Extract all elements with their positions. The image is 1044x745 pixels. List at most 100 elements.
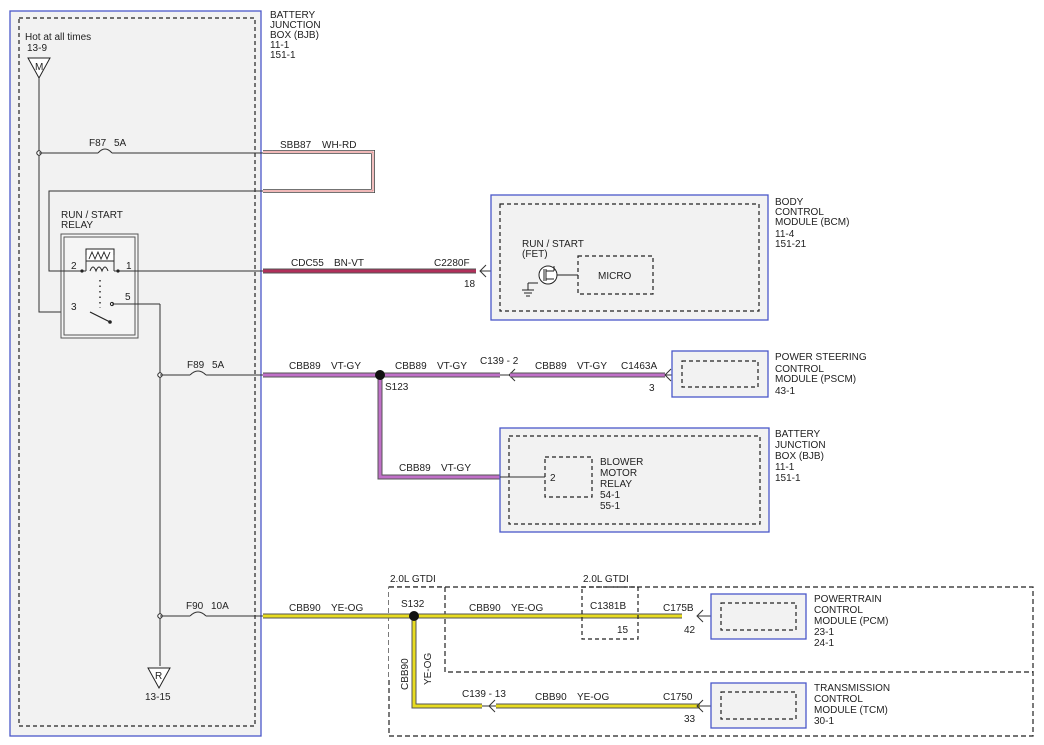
pscm-title-line-1: POWER STEERING [775,352,867,363]
fuse-f87-rating: 5A [114,138,127,149]
connector-c175b-pin: 42 [684,625,696,636]
wire-cbb89-a-circuit: CBB89 [289,361,321,372]
fuse-f87-icon [97,148,113,154]
power-source-symbol: M [35,62,43,73]
bcm-inner-dash [499,203,760,312]
fuse-f90-icon [189,611,207,617]
relay-coil-icon [60,248,130,273]
pcm-title: POWERTRAIN CONTROL MODULE (PCM) 23-1 24-… [814,594,888,649]
tcm-title-line-2: CONTROL [814,694,863,705]
wire-cbb89-c-color: VT-GY [577,361,607,372]
splice-s123-dot [375,370,385,380]
connector-c1381b-pin: 15 [617,625,629,636]
wire-cbb89-d-color: VT-GY [441,463,471,474]
bcm-title-line-5: 151-21 [775,239,807,250]
blower-relay-line-1: BLOWER [600,457,643,468]
bcm-inner-line-2: (FET) [522,249,548,260]
pscm-title: POWER STEERING CONTROL MODULE (PSCM) 43-… [775,352,867,397]
wire-cbb89-d-circuit: CBB89 [399,463,431,474]
wire-cbb90-vert-circuit: CBB90 [400,658,411,690]
power-source-icon: M [27,57,51,80]
wire-cbb89-c-circuit: CBB89 [535,361,567,372]
bjb-right-title-line-5: 151-1 [775,473,801,484]
bcm-title-line-2: CONTROL [775,207,824,218]
wire-sbb87-circuit: SBB87 [280,140,312,151]
splice-s132-dot [409,611,419,621]
relay-title-line-1: RUN / START [61,210,123,221]
bjb-left-title-line-2: JUNCTION [270,20,321,31]
connector-c1463a-pin: 3 [649,383,655,394]
bjb-left-title-line-1: BATTERY [270,10,316,21]
relay-pin-1: 1 [126,261,132,272]
bjb-left-title-line-5: 151-1 [270,50,296,61]
wire-cbb90-a-color: YE-OG [331,603,363,614]
pcm-title-line-5: 24-1 [814,638,834,649]
ground-ref-label: 13-15 [145,692,171,703]
bjb-right-title: BATTERY JUNCTION BOX (BJB) 11-1 151-1 [775,429,826,484]
pcm-title-line-2: CONTROL [814,605,863,616]
pscm-title-line-3: MODULE (PSCM) [775,374,856,385]
c1381b-box [581,586,639,640]
pcm-title-line-4: 23-1 [814,627,834,638]
wire-cbb90-c-circuit: CBB90 [535,692,567,703]
wire-cbb90-c-color: YE-OG [577,692,609,703]
bcm-inner-line-1: RUN / START [522,239,584,250]
fuse-f90-id: F90 [186,601,204,612]
bcm-title-line-3: MODULE (BCM) [775,217,849,228]
bcm-box [490,194,769,321]
relay-feed-wire [48,190,263,272]
connector-c1750: C1750 [663,692,693,703]
fuse-f89-icon [189,370,207,376]
tcm-title-line-4: 30-1 [814,716,834,727]
connector-c2280f-pin: 18 [464,279,476,290]
wire-cbb90-branch [411,616,482,709]
wire-cbb89-a-color: VT-GY [331,361,361,372]
blower-relay-title: BLOWER MOTOR RELAY 54-1 55-1 [600,457,643,512]
relay-pin-5: 5 [125,292,131,303]
bjb-left-title-line-3: BOX (BJB) [270,30,319,41]
relay-switch-icon [89,280,160,324]
bjb-right-title-line-2: JUNCTION [775,440,826,451]
bjb-right-title-line-1: BATTERY [775,429,821,440]
tcm-inner-dash [720,691,797,720]
splice-s123-label: S123 [385,382,409,393]
gtdi-label-2: 2.0L GTDI [583,574,629,585]
fet-transistor-icon [522,265,578,297]
bjb-left-box [9,10,262,737]
connector-c139-2: C139 - 2 [480,356,519,367]
fuse-f89-id: F89 [187,360,205,371]
tcm-title-line-3: MODULE (TCM) [814,705,888,716]
wire-cbb90-vert-color: YE-OG [423,653,434,685]
tcm-title: TRANSMISSION CONTROL MODULE (TCM) 30-1 [814,683,890,727]
fuse-f87-id: F87 [89,138,107,149]
hot-at-all-times-label: Hot at all times [25,32,91,43]
wire-sbb87 [263,150,375,193]
relay-title-line-2: RELAY [61,220,93,231]
pcm-box [710,593,807,640]
splice-s132-label: S132 [401,599,425,610]
micro-label: MICRO [598,271,632,282]
gtdi-region-outline [388,586,1034,737]
bjb-right-title-line-4: 11-1 [775,462,795,473]
bjb-right-title-line-3: BOX (BJB) [775,451,824,462]
pscm-title-line-4: 43-1 [775,386,795,397]
bcm-title-line-4: 11-4 [775,229,795,240]
ground-icon: R [147,667,171,690]
run-start-relay-inner [63,236,136,336]
fuse-f90-rating: 10A [211,601,229,612]
blower-relay-line-5: 55-1 [600,501,620,512]
gtdi-region-edge [389,586,1033,673]
wire-cdc55-circuit: CDC55 [291,258,324,269]
blower-relay-line-3: RELAY [600,479,632,490]
bjb-right-inner-dash [508,435,761,525]
connector-c2280f: C2280F [434,258,470,269]
gtdi-label-1: 2.0L GTDI [390,574,436,585]
relay-pin-2: 2 [71,261,77,272]
blower-relay-pin: 2 [550,473,556,484]
pscm-title-line-2: CONTROL [775,364,824,375]
pscm-inner-dash [681,360,759,388]
relay-pin-3: 3 [71,302,77,313]
fuse-f89-rating: 5A [212,360,225,371]
wire-cbb89-branch [377,375,500,480]
